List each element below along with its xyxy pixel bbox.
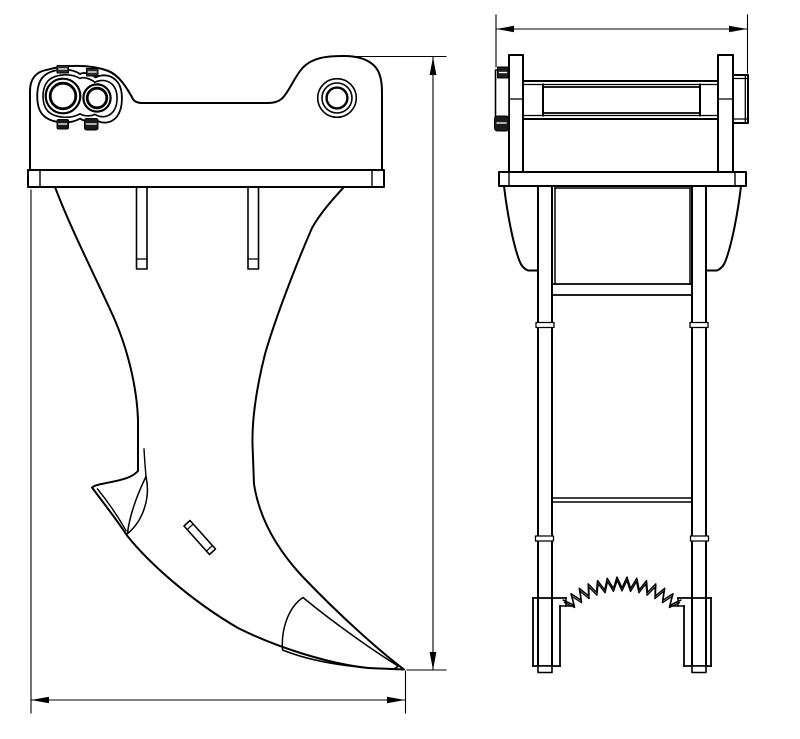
dimensions (30, 14, 749, 714)
tip-blade-face (281, 596, 400, 670)
rib-left (135, 186, 148, 270)
front-view (494, 54, 749, 674)
side-view (27, 55, 405, 671)
mount-plate-side (27, 169, 385, 188)
shank-tooth-outline (54, 186, 405, 671)
foot-left (537, 665, 553, 674)
leg-left-upper-joint (535, 321, 555, 329)
pin-hole-small-outer (82, 83, 112, 113)
serrated-edge-outer (562, 576, 682, 607)
pin-hole-large-inner (48, 81, 78, 111)
gusset-right (705, 184, 743, 272)
wear-slot-cap-top (186, 523, 195, 531)
side-plate-right (717, 54, 734, 173)
pin-hole-large-outer (44, 77, 82, 115)
foot-right (691, 665, 707, 674)
pin-boss-inner-contour (42, 74, 118, 118)
width-dim-arrow-left (496, 25, 514, 33)
leg-left-lower-joint (534, 535, 555, 542)
rear-pin-hole-inner (325, 86, 349, 110)
rear-pin-hole-outer (316, 77, 358, 119)
wear-slot-cap-bottom (205, 544, 214, 552)
height-dim-arrow-bottom (429, 652, 437, 670)
rear-pin-hole-middle (321, 82, 353, 114)
mount-plate-front (498, 171, 747, 187)
shank-front-edge-inner-line (143, 448, 147, 478)
height-dim-arrow-top (429, 57, 437, 75)
side-plate-left (508, 54, 524, 173)
rib-right (247, 186, 260, 270)
serrated-edge-inner (563, 579, 681, 609)
leg-right-upper-joint (689, 321, 709, 329)
hook-sliver-inner-line (96, 488, 127, 532)
gusset-left (502, 184, 539, 272)
width-dim-arrow-right (729, 25, 747, 33)
pin-hole-small-inner (85, 86, 109, 110)
leg-right-lower-joint (689, 535, 710, 542)
span-dim-arrow-left (31, 696, 49, 704)
hook-lens-face (126, 475, 149, 535)
wear-slot (183, 519, 217, 556)
pin-end-block (732, 74, 749, 124)
span-dim-arrow-right (387, 696, 405, 704)
